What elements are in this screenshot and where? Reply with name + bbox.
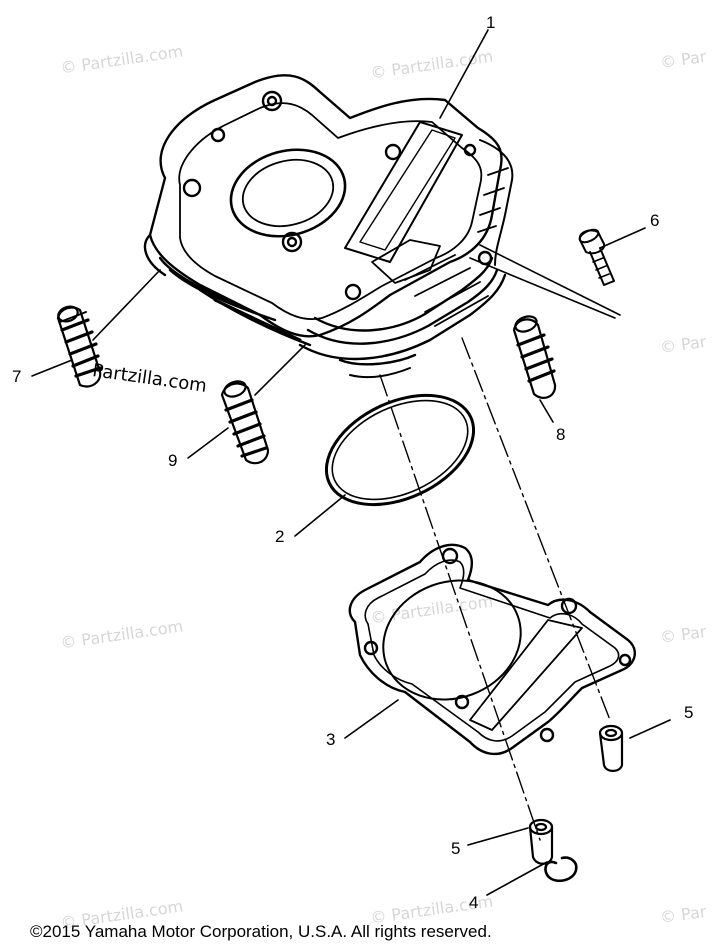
cylinder-part-1: [143, 74, 514, 379]
callout-2: 2: [275, 527, 285, 546]
bolt-part-6: [578, 228, 615, 286]
spring-part-7: [56, 305, 102, 388]
clip-part-4: [544, 856, 578, 883]
callout-4: 4: [469, 893, 479, 912]
spring-part-9: [220, 380, 270, 465]
gasket-part-3: [348, 543, 636, 756]
callout-5-lower: 5: [451, 839, 461, 858]
copyright-notice: ©2015 Yamaha Motor Corporation, U.S.A. A…: [30, 922, 492, 941]
spring-part-8: [512, 315, 557, 399]
callout-6: 6: [650, 211, 660, 230]
dowel-part-5-lower: [528, 818, 554, 865]
callout-3: 3: [326, 730, 336, 749]
dowel-part-5-upper: [598, 724, 624, 773]
callout-9: 9: [168, 451, 178, 470]
callout-8: 8: [556, 425, 566, 444]
callout-5-upper: 5: [684, 703, 694, 722]
o-ring-part-2: [324, 393, 476, 507]
callout-1: 1: [486, 13, 496, 32]
callout-7: 7: [12, 367, 22, 386]
callout-leaders: [31, 29, 671, 896]
alignment-lines: [379, 337, 611, 841]
